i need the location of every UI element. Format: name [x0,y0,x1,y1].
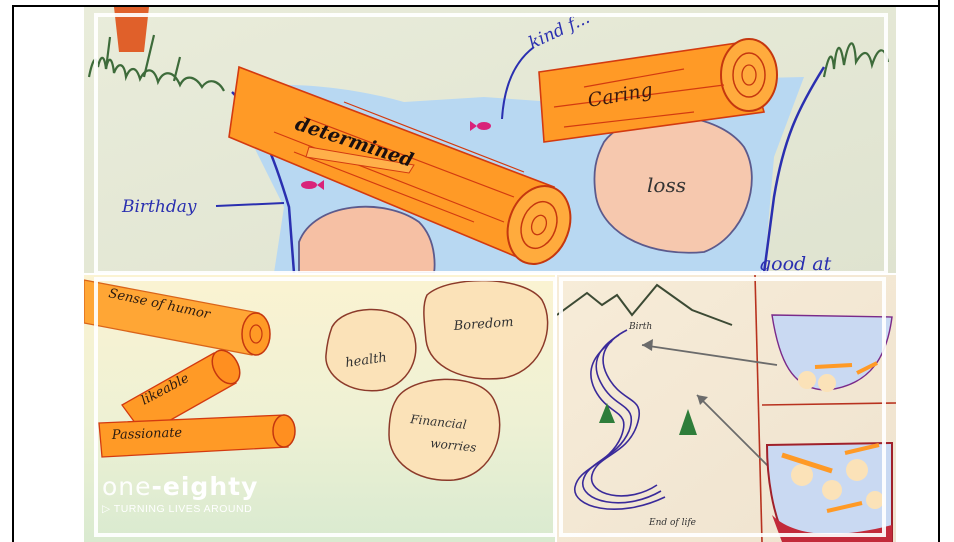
health-stone [326,309,416,390]
birth-label: Birth [628,322,652,332]
loss-label: loss [647,173,686,197]
right-border [938,0,940,542]
pot-shape [114,7,149,52]
logo-tagline: ▷ TURNING LIVES AROUND [102,503,258,515]
logo-word-bold: -eighty [152,472,259,501]
left-border [12,6,14,542]
river-of-life-illustration: Birth End of life [557,275,896,542]
one-eighty-logo: one-eighty ▷ TURNING LIVES AROUND [102,473,258,515]
financial-stone [389,379,500,480]
bottom-right-photo-panel: Birth End of life [557,275,896,542]
logo-word-light: one [102,472,152,501]
end-of-life-label: End of life [648,518,696,528]
good-at-label: good at [759,253,832,273]
passionate-label: Passionate [111,426,183,443]
pond-illustration: kind f... Caring determined Birthday los… [84,7,896,273]
logo-wordmark: one-eighty [102,473,258,501]
birthday-label: Birthday [121,197,197,217]
top-photo-panel: kind f... Caring determined Birthday los… [84,7,896,273]
